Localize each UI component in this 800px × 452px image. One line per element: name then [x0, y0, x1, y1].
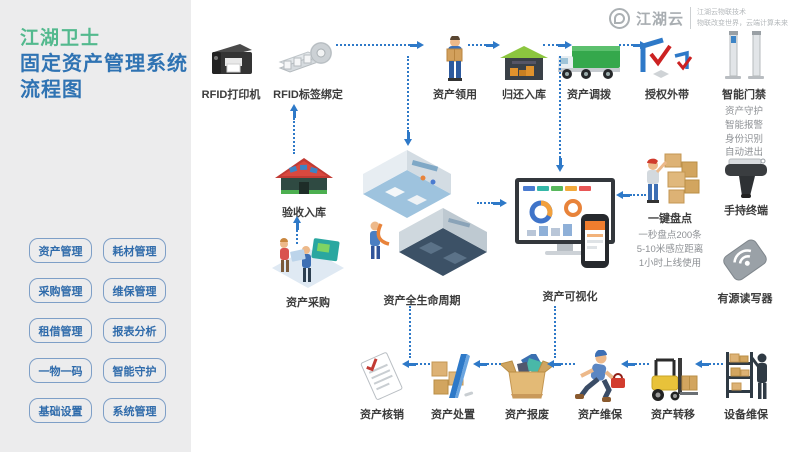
node-equip-maintain: 设备维保 — [710, 350, 782, 422]
node-inventory: 一键盘点 一秒盘点200条 5-10米感应距离 1小时上线使用 — [632, 150, 708, 270]
brand-logo: 江湖云 江湖云物联技术 物联改变世界，云端计算未来 — [608, 7, 788, 30]
connector-maintain-to-scrap — [547, 360, 575, 368]
disposal-boxes-icon — [418, 350, 488, 402]
connector-procure-to-accept — [293, 216, 301, 244]
procurement-illustration-icon — [266, 228, 350, 290]
dashboard-monitor-icon — [510, 176, 630, 284]
node-procure: 资产采购 — [266, 228, 350, 310]
node-asset-use: 资产领用 — [418, 36, 492, 102]
connector-allocate-to-auth — [619, 41, 647, 49]
forklift-icon — [638, 350, 708, 402]
connector-binding-to-use — [336, 41, 424, 49]
connector-top-to-lifecycle — [404, 56, 412, 146]
brand-name: 江湖云 — [635, 10, 684, 28]
inventory-features: 一秒盘点200条 5-10米感应距离 1小时上线使用 — [636, 230, 704, 269]
writeoff-document-icon — [346, 350, 418, 402]
connector-scrap-to-dispose — [473, 360, 501, 368]
inventory-count-icon — [632, 150, 708, 206]
connector-use-to-return — [468, 41, 500, 49]
gate-pillars-icon — [708, 30, 780, 82]
rfid-reader-icon — [710, 232, 780, 286]
node-write-off: 资产核销 — [346, 350, 418, 422]
sidebar-item-report-analysis[interactable]: 报表分析 — [103, 318, 166, 343]
warehouse-green-icon — [488, 36, 560, 82]
sidebar-item-one-code[interactable]: 一物一码 — [29, 358, 92, 383]
node-return-in: 归还入库 — [488, 36, 560, 102]
scrap-box-icon — [492, 350, 562, 402]
rfid-printer-icon — [194, 36, 268, 82]
node-rfid-binding: RFID标签绑定 — [262, 36, 354, 102]
node-scrap: 资产报废 — [492, 350, 562, 422]
node-asset-allocate: 资产调拨 — [550, 36, 628, 102]
connector-equip-to-move — [695, 360, 723, 368]
page-title-system: 固定资产管理系统 — [20, 53, 188, 76]
node-reader: 有源读写器 — [710, 232, 780, 306]
connector-top-to-visual — [556, 56, 564, 172]
node-handheld: 手持终端 — [710, 154, 782, 218]
node-maintain: 资产维保 — [564, 350, 636, 422]
person-carrying-box-icon — [418, 36, 492, 82]
sidebar-item-smart-guard[interactable]: 智能守护 — [103, 358, 166, 383]
page-title-flow: 流程图 — [20, 79, 83, 102]
node-move: 资产转移 — [638, 350, 708, 422]
truck-icon — [550, 36, 628, 82]
lifecycle-rooms-icon — [350, 146, 494, 288]
page-title: 江湖卫士 固定资产管理系统 流程图 — [20, 26, 188, 104]
node-rfid-printer: RFID打印机 — [194, 36, 268, 102]
repairman-running-icon — [564, 350, 636, 402]
connector-lifecycle-to-bottom — [409, 306, 411, 358]
connector-move-to-maintain — [621, 360, 649, 368]
sidebar-item-lease-mgmt[interactable]: 租借管理 — [29, 318, 92, 343]
sidebar-item-purchase-mgmt[interactable]: 采购管理 — [29, 278, 92, 303]
connector-lifecycle-to-visual — [477, 199, 507, 207]
warehouse-red-icon — [272, 154, 336, 200]
handheld-terminal-icon — [710, 154, 782, 198]
node-lifecycle: 资产全生命周期 — [350, 146, 494, 308]
brand-tagline-line2: 物联改变世界，云端计算未来 — [697, 20, 788, 28]
connector-accept-to-binding — [290, 104, 298, 154]
node-dispose: 资产处置 — [418, 350, 488, 422]
sidebar-item-asset-mgmt[interactable]: 资产管理 — [29, 238, 92, 263]
brand-tagline: 江湖云物联技术 物联改变世界，云端计算未来 — [697, 7, 788, 29]
connector-inventory-to-visual — [616, 191, 646, 199]
node-visual: 资产可视化 — [510, 176, 630, 304]
smart-gate-features: 资产守护 智能报警 身份识别 自动进出 — [724, 106, 763, 159]
sidebar-item-maintenance-mgmt[interactable]: 维保管理 — [103, 278, 166, 303]
rfid-labels-icon — [262, 36, 354, 82]
node-accept-in: 验收入库 — [272, 154, 336, 220]
brand-logo-icon — [608, 7, 630, 29]
logo-divider — [690, 7, 691, 30]
sidebar: 江湖卫士 固定资产管理系统 流程图 资产管理 耗材管理 采购管理 维保管理 租借… — [0, 0, 191, 452]
connector-visual-to-bottom — [554, 306, 556, 358]
connector-dispose-to-writeoff — [402, 360, 430, 368]
connector-return-to-allocate — [543, 41, 572, 49]
sidebar-item-basic-settings[interactable]: 基础设置 — [29, 398, 92, 423]
rack-inspector-icon — [710, 350, 782, 402]
node-smart-gate: 智能门禁 资产守护 智能报警 身份识别 自动进出 — [708, 30, 780, 160]
brand-tagline-line1: 江湖云物联技术 — [697, 9, 746, 16]
sidebar-item-consumable-mgmt[interactable]: 耗材管理 — [103, 238, 166, 263]
sidebar-menu: 资产管理 耗材管理 采购管理 维保管理 租借管理 报表分析 一物一码 智能守护 … — [29, 238, 166, 423]
sidebar-item-system-mgmt[interactable]: 系统管理 — [103, 398, 166, 423]
page-title-brand: 江湖卫士 — [20, 28, 101, 49]
